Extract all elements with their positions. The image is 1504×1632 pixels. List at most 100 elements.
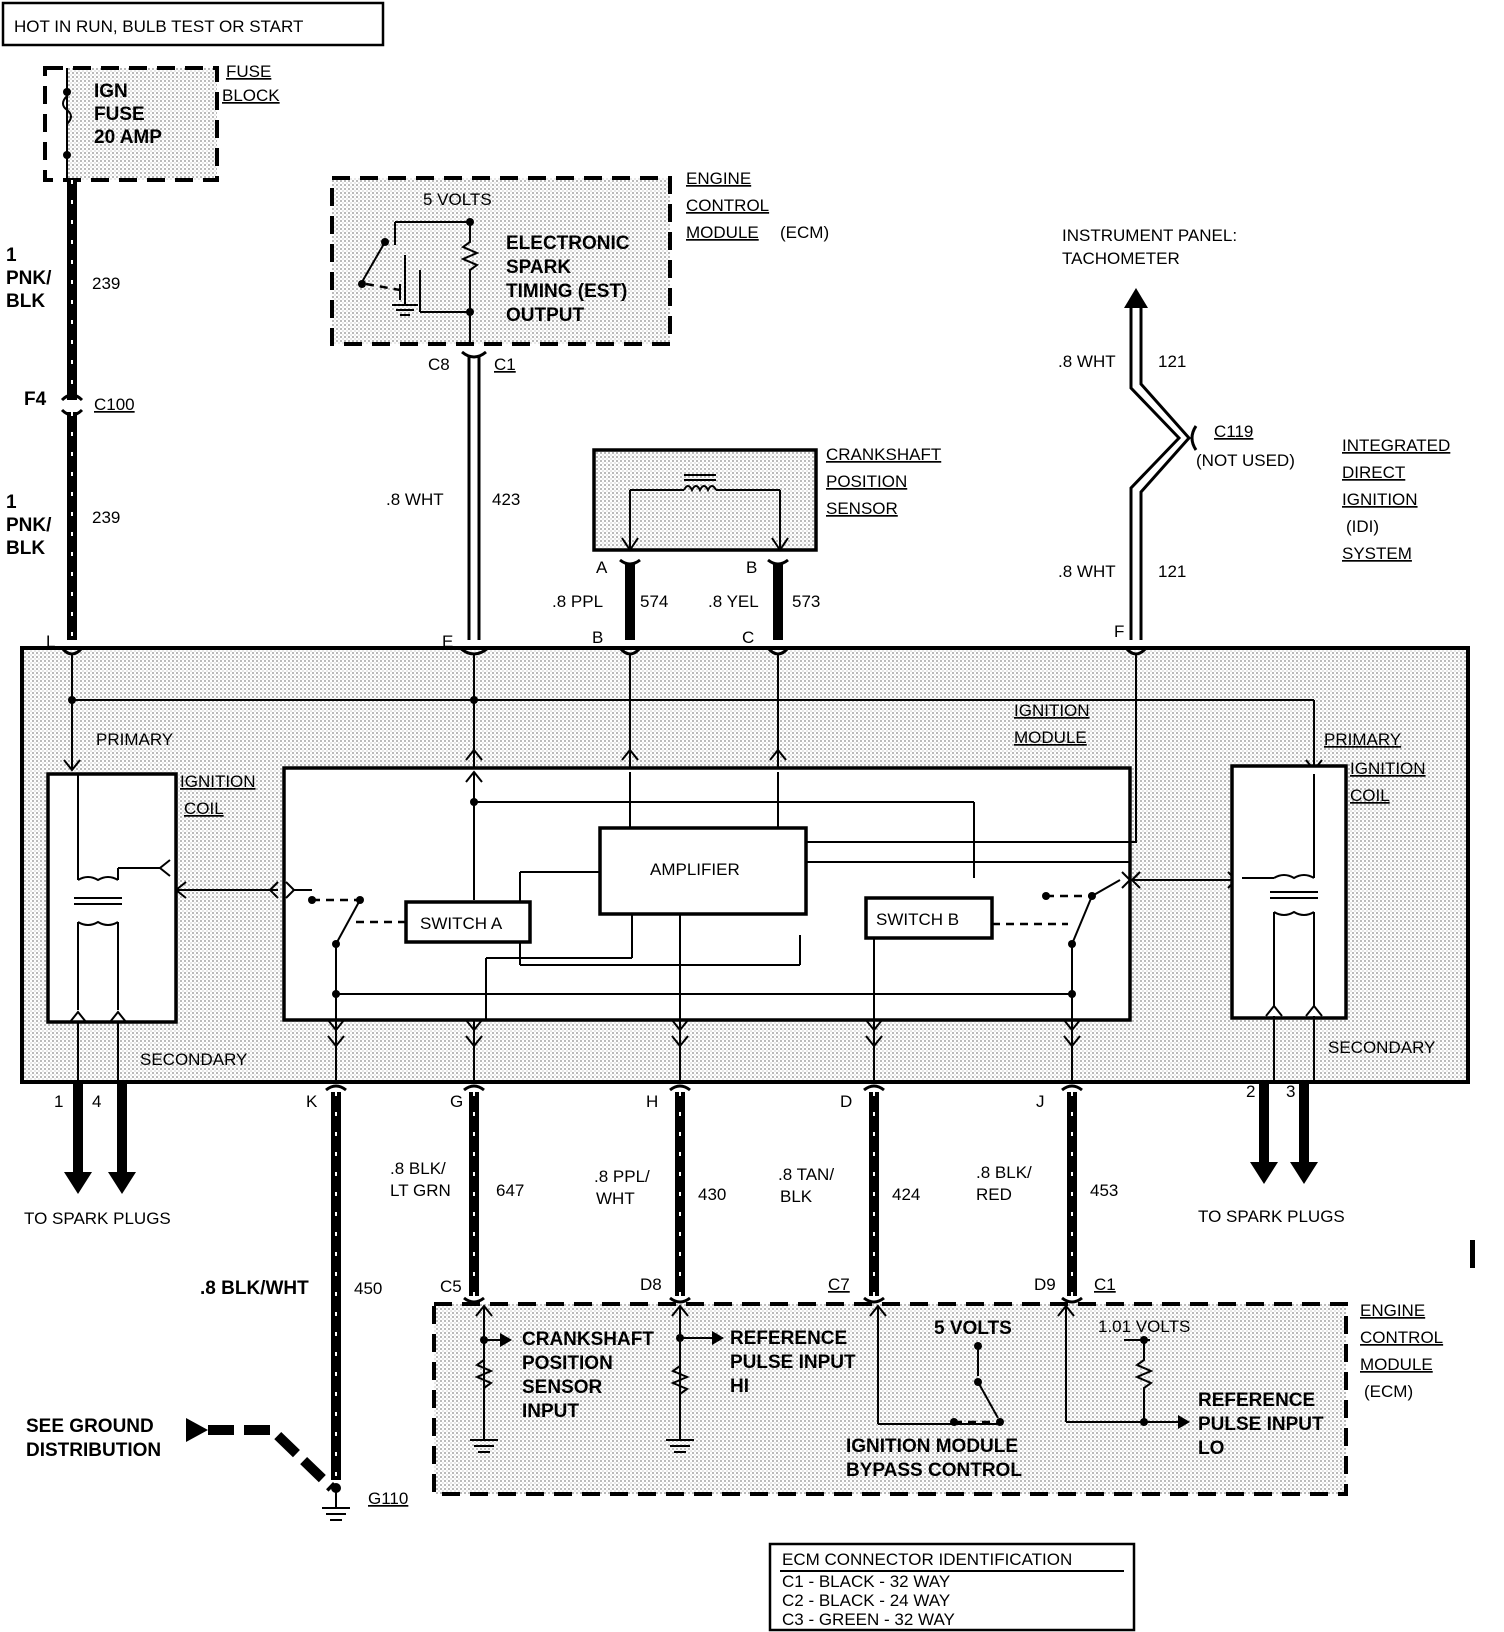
pin-l: L [46, 632, 55, 651]
w239-bot-gauge-1: 1 [6, 492, 17, 513]
est-line-3: TIMING (EST) [506, 281, 627, 302]
w453-num: 453 [1090, 1181, 1118, 1200]
tach-line-1: INSTRUMENT PANEL: [1062, 226, 1237, 245]
connector-c119: C119 [1214, 422, 1253, 441]
ground-g110: G110 [368, 1489, 408, 1508]
wire-423: .8 WHT 423 [386, 350, 520, 640]
w239-top-gauge-2: PNK/ [6, 268, 52, 289]
pin-d9: D9 [1034, 1275, 1056, 1294]
w453-gauge-1: .8 BLK/ [976, 1163, 1032, 1182]
ecm-connector-legend: ECM CONNECTOR IDENTIFICATION C1 - BLACK … [768, 1542, 1136, 1632]
w647-num: 647 [496, 1181, 524, 1200]
w121-bot-gauge: .8 WHT [1058, 562, 1116, 581]
ground-distribution: SEE GROUND DISTRIBUTION G110 [26, 1416, 408, 1521]
hot-label: HOT IN RUN, BULB TEST OR START [14, 17, 303, 36]
ecm-bottom-label-3: MODULE [1360, 1355, 1433, 1374]
pin-g: G [450, 1092, 463, 1111]
primary-left-label: PRIMARY [96, 730, 173, 749]
ground-icon [470, 1439, 498, 1453]
pin-d8: D8 [640, 1275, 662, 1294]
tach-line-2: TACHOMETER [1062, 249, 1180, 268]
hot-label-box: HOT IN RUN, BULB TEST OR START [1, 1, 385, 47]
crank-pin-b: B [746, 558, 757, 577]
crank-label-1: CRANKSHAFT [826, 445, 941, 464]
secondary-right-label: SECONDARY [1328, 1038, 1435, 1057]
crank-pin-a: A [596, 558, 608, 577]
w430-gauge-1: .8 PPL/ [594, 1167, 650, 1186]
idi-label: INTEGRATED DIRECT IGNITION (IDI) SYSTEM [1342, 436, 1450, 563]
w121-top-gauge: .8 WHT [1058, 352, 1116, 371]
fuse-block: IGN FUSE 20 AMP FUSE BLOCK [43, 62, 280, 182]
wires-574-573: .8 PPL 574 .8 YEL 573 [552, 558, 820, 640]
ecm-top-5v: 5 VOLTS [423, 190, 492, 209]
legend-row-3: C3 - GREEN - 32 WAY [782, 1610, 955, 1629]
pin-3: 3 [1286, 1082, 1295, 1101]
est-line-2: SPARK [506, 257, 571, 278]
w239-bot-num: 239 [92, 508, 120, 527]
fuse-block-label-2: BLOCK [222, 86, 280, 105]
coil-right-label-1: IGNITION [1350, 759, 1426, 778]
arrow-down-icon [64, 1172, 92, 1194]
ecm-top-label-3: MODULE [686, 223, 759, 242]
primary-right-label: PRIMARY [1324, 730, 1401, 749]
legend-row-2: C2 - BLACK - 24 WAY [782, 1591, 950, 1610]
w424-gauge-2: BLK [780, 1187, 813, 1206]
pin-4: 4 [92, 1092, 101, 1111]
crank-sensor: CRANKSHAFT POSITION SENSOR A B [592, 445, 941, 577]
ref-lo-3: LO [1198, 1438, 1224, 1459]
w574-gauge: .8 PPL [552, 592, 603, 611]
ecm-bottom-label-4: (ECM) [1364, 1382, 1413, 1401]
coil-left-label-1: IGNITION [180, 772, 256, 791]
ecm-bottom-label-2: CONTROL [1360, 1328, 1443, 1347]
pin-2: 2 [1246, 1082, 1255, 1101]
ignition-module-assembly: PRIMARY IGNITION COIL SECONDARY IGNITION… [20, 646, 1470, 1084]
w647-gauge-2: LT GRN [390, 1181, 451, 1200]
w423-num: 423 [492, 490, 520, 509]
ref-lo-2: PULSE INPUT [1198, 1414, 1324, 1435]
c119-not-used: (NOT USED) [1196, 451, 1295, 470]
pin-c: C [742, 628, 754, 647]
pin-d: D [840, 1092, 852, 1111]
arrow-up-icon [1124, 288, 1148, 308]
w239-top-gauge-1: 1 [6, 245, 17, 266]
crank-label-3: SENSOR [826, 499, 898, 518]
legend-row-1: C1 - BLACK - 32 WAY [782, 1572, 950, 1591]
w573-num: 573 [792, 592, 820, 611]
crank-input-4: INPUT [522, 1401, 579, 1422]
w424-num: 424 [892, 1185, 920, 1204]
w423-gauge: .8 WHT [386, 490, 444, 509]
w424-gauge-1: .8 TAN/ [778, 1165, 834, 1184]
w239-top-gauge-3: BLK [6, 291, 45, 312]
ign-module-label-2: MODULE [1014, 728, 1087, 747]
w573-gauge: .8 YEL [708, 592, 759, 611]
pin-c7: C7 [828, 1275, 850, 1294]
w647-gauge-1: .8 BLK/ [390, 1159, 446, 1178]
w239-top-num: 239 [92, 274, 120, 293]
w121-bot-num: 121 [1158, 562, 1186, 581]
crank-input-1: CRANKSHAFT [522, 1329, 654, 1350]
idi-line-4: (IDI) [1346, 517, 1379, 536]
pin-f: F [1114, 622, 1124, 641]
ecm-top-label-3b: (ECM) [780, 223, 829, 242]
connector-c100: C100 [94, 395, 135, 414]
ref-lo-1: REFERENCE [1198, 1390, 1315, 1411]
w430-gauge-2: WHT [596, 1189, 635, 1208]
w121-top-num: 121 [1158, 352, 1186, 371]
w450-gauge: .8 BLK/WHT [200, 1278, 309, 1299]
coil-right-label-2: COIL [1350, 786, 1390, 805]
w450-num: 450 [354, 1279, 382, 1298]
ecm-bottom-1v: 1.01 VOLTS [1098, 1317, 1190, 1336]
ref-hi-3: HI [730, 1376, 749, 1397]
pin-c1-bottom: C1 [1094, 1275, 1116, 1294]
ecm-bottom-5v: 5 VOLTS [934, 1318, 1012, 1339]
secondary-left-label: SECONDARY [140, 1050, 247, 1069]
ground-line-1: SEE GROUND [26, 1416, 154, 1437]
w574-num: 574 [640, 592, 668, 611]
spark-leads-right: TO SPARK PLUGS [1198, 1082, 1345, 1226]
wire-121: INSTRUMENT PANEL: TACHOMETER .8 WHT 121 … [1058, 226, 1295, 640]
crank-input-2: POSITION [522, 1353, 613, 1374]
w239-bot-gauge-3: BLK [6, 538, 45, 559]
edge-mark [1470, 1240, 1475, 1268]
pin-j: J [1036, 1092, 1045, 1111]
